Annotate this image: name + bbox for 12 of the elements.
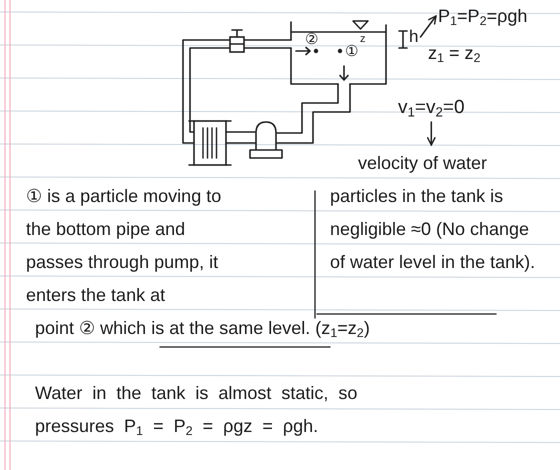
equation: P$_{1}$=P$_{2}$=ρgh: [438, 5, 528, 27]
note-text: velocity of water particles in the tank is negligible ≈0 (No change of water level in the tank).: [330, 147, 542, 279]
symbol-label: z: [360, 33, 366, 45]
arrow: [420, 15, 437, 38]
equation: v$_{1}$=v$_{2}$=0: [398, 96, 465, 120]
point-label: ①: [345, 43, 358, 60]
point-label: ②: [305, 31, 318, 48]
dimension-label: h: [409, 27, 418, 47]
equation: z$_{1}$ = z$_{2}$: [428, 42, 481, 64]
note-text: Water in the tank is almost static, so pressures P$_{1}$ = P$_{2}$ = ρgz = ρgh.: [35, 382, 358, 440]
arrow: [426, 121, 436, 146]
note-text: point ② which is at the same level. (z$_{1}$=z$_{2}$): [35, 317, 370, 342]
